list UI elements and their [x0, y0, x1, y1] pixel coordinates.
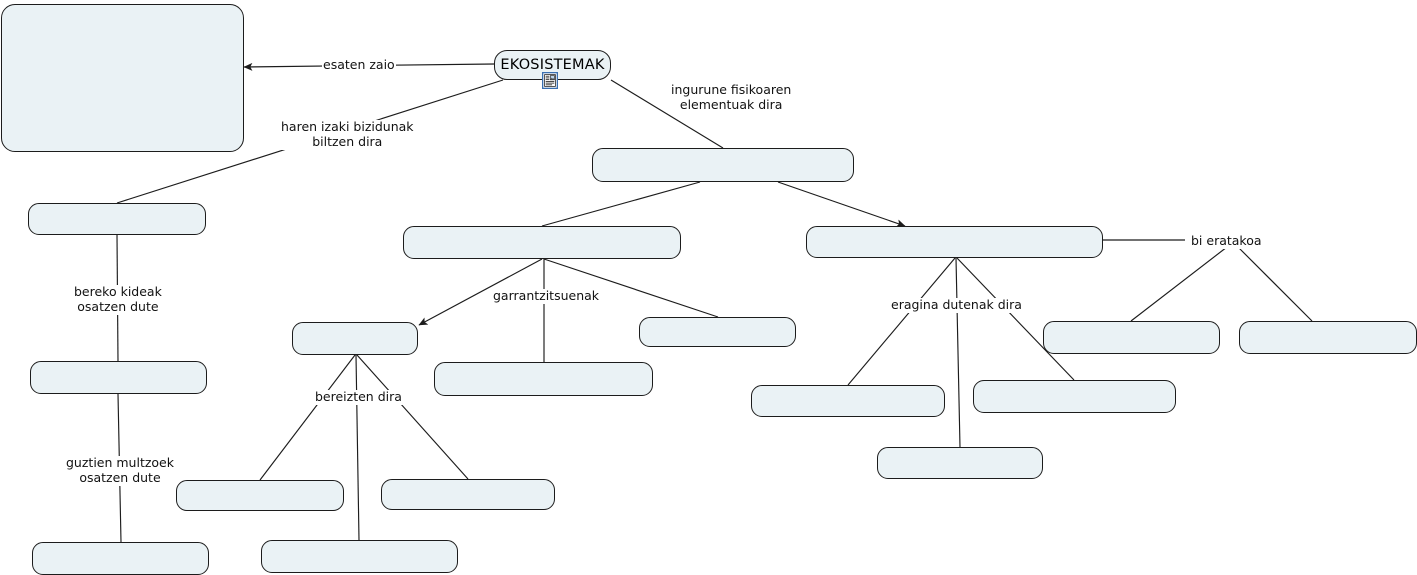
edge-label-l-bereko-kideak[interactable]: bereko kideak osatzen dute — [73, 284, 163, 315]
node-n-empty-right-b[interactable] — [973, 380, 1176, 413]
node-n-empty-bot-1[interactable] — [176, 480, 344, 511]
edge-e-midright-to-rightb[interactable] — [956, 257, 1075, 381]
node-n-empty-far-right-2[interactable] — [1239, 321, 1417, 354]
node-n-empty-mid-top[interactable] — [592, 148, 854, 182]
edge-label-l-esaten-zaio[interactable]: esaten zaio — [322, 57, 396, 73]
node-n-empty-bot-3[interactable] — [32, 542, 209, 575]
node-n-empty-branch-right[interactable] — [639, 317, 796, 347]
edge-label-l-bereizten-dira[interactable]: bereizten dira — [314, 389, 403, 405]
edge-e-midtop-to-midright[interactable] — [777, 181, 906, 228]
edge-e-midright-to-rightc[interactable] — [955, 257, 961, 448]
node-n-empty-bot-2[interactable] — [381, 479, 555, 510]
node-n-empty-branch-left[interactable] — [292, 322, 418, 355]
edge-e-midright-to-righta[interactable] — [847, 257, 956, 386]
node-n-empty-mid-left[interactable] — [403, 226, 681, 259]
node-n-empty-topleft[interactable] — [1, 4, 244, 152]
edge-label-l-garrantzitsuenak[interactable]: garrantzitsuenak — [492, 288, 601, 304]
node-n-empty-right-c[interactable] — [877, 447, 1043, 479]
edge-e-branchleft-to-bot4[interactable] — [355, 354, 360, 541]
node-n-empty-left-1[interactable] — [28, 203, 206, 235]
node-n-empty-right-a[interactable] — [751, 385, 945, 417]
edge-label-l-bi-eratakoa[interactable]: bi eratakoa — [1190, 233, 1263, 249]
edge-e-bieratakoa-to-fr2[interactable] — [1237, 246, 1313, 322]
node-n-empty-left-2[interactable] — [30, 361, 207, 394]
node-n-empty-mid-right[interactable] — [806, 226, 1103, 258]
edge-e-bieratakoa-to-fr1[interactable] — [1130, 246, 1228, 322]
note-resource-icon[interactable] — [541, 71, 559, 90]
node-n-empty-far-right-1[interactable] — [1043, 321, 1220, 354]
edge-e-midtop-to-midleft[interactable] — [541, 181, 701, 227]
edge-e-branchleft-to-bot1[interactable] — [259, 354, 356, 481]
node-n-empty-bot-4[interactable] — [261, 540, 458, 573]
edge-label-l-eragina[interactable]: eragina dutenak dira — [890, 297, 1023, 313]
node-n-empty-mid-center[interactable] — [434, 362, 653, 396]
edge-label-l-ingurune[interactable]: ingurune fisikoaren elementuak dira — [670, 82, 793, 113]
edge-label-l-haren-izaki[interactable]: haren izaki bizidunak biltzen dira — [280, 119, 415, 150]
edge-label-l-guztien-multzoek[interactable]: guztien multzoek osatzen dute — [65, 455, 175, 486]
